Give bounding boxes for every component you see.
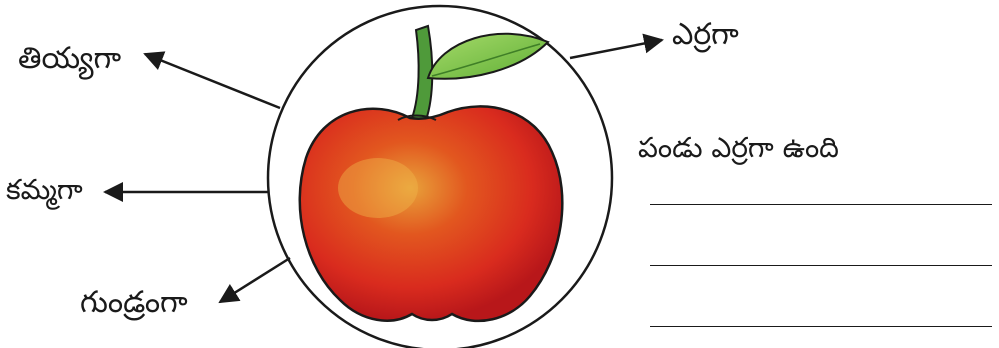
answer-line[interactable] bbox=[650, 326, 992, 327]
arrow-to-round bbox=[220, 258, 290, 302]
arrow-to-red bbox=[570, 40, 662, 58]
word-red: ఎర్రగా bbox=[672, 20, 739, 50]
word-sweet: తియ్యగా bbox=[18, 44, 121, 74]
answer-line[interactable] bbox=[650, 265, 992, 266]
arrow-to-sweet bbox=[145, 54, 280, 108]
word-fragrant: కమ్మగా bbox=[6, 176, 83, 204]
answer-line[interactable] bbox=[650, 204, 992, 205]
word-round: గుండ్రంగా bbox=[80, 288, 188, 318]
apple-highlight bbox=[338, 158, 418, 218]
apple-body bbox=[300, 106, 563, 320]
example-sentence: పండు ఎర్రగా ఉంది bbox=[638, 134, 839, 162]
